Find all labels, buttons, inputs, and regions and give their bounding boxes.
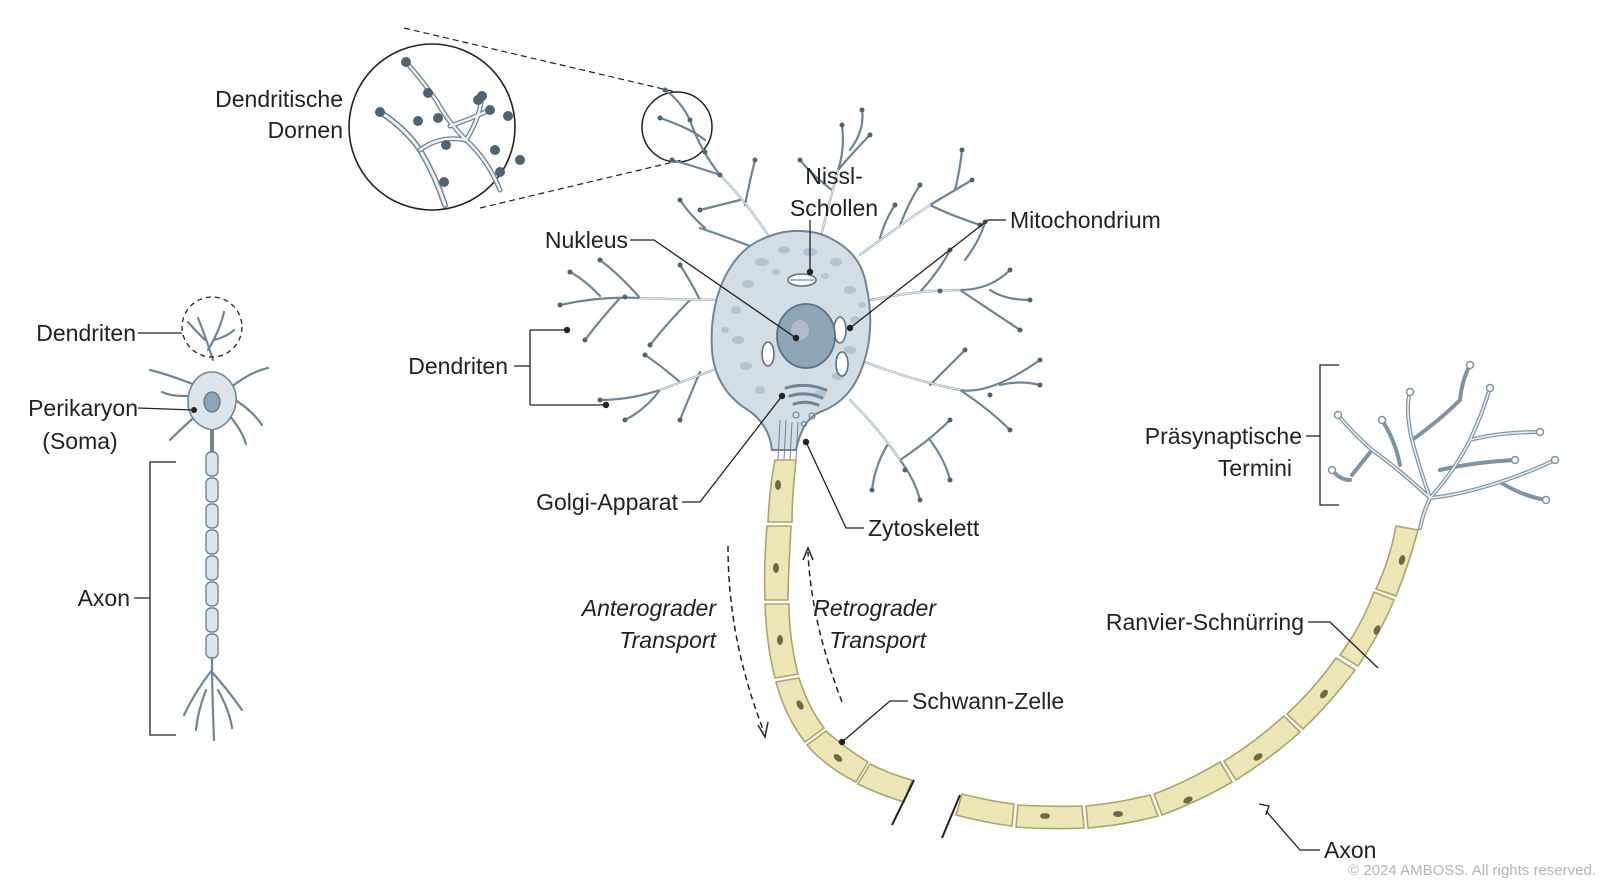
anterograde-arrowhead	[757, 721, 769, 740]
main-dendrites	[557, 87, 1043, 503]
axon-break-1	[891, 779, 915, 826]
label-ranvier: Ranvier-Schnürring	[1106, 609, 1304, 635]
magnified-dendrite	[375, 57, 525, 208]
anterograde-arrow	[727, 545, 765, 733]
spine-highlight-circle	[641, 91, 713, 163]
small-neuron-terminals	[182, 656, 244, 742]
small-neuron-branches	[148, 366, 270, 446]
label-nissl-1: Nissl-	[805, 163, 863, 189]
label-anterograde-1: Anterograder	[580, 595, 718, 621]
cytoskeleton	[777, 419, 799, 461]
label-retrograde-2: Transport	[829, 627, 927, 653]
dendrite-spines	[557, 87, 1043, 503]
retrograde-arrow	[807, 551, 843, 703]
axon-break-2	[941, 794, 961, 839]
label-dendritic-spines-1: Dendritische	[215, 86, 343, 112]
label-presynaptic-2: Termini	[1218, 455, 1292, 481]
label-nucleus: Nukleus	[545, 227, 628, 253]
main-axon	[763, 459, 1420, 839]
leader-lines	[514, 219, 1379, 851]
magnifier-line-top	[403, 27, 677, 93]
small-neuron-nucleus	[203, 391, 221, 413]
golgi-apparatus	[784, 383, 828, 428]
label-mitochondrion: Mitochondrium	[1010, 207, 1161, 233]
spine-magnifier	[348, 27, 713, 211]
magnifier-circle	[348, 43, 516, 211]
magnifier-line-bottom	[479, 159, 683, 209]
leader-perikaryon	[137, 407, 195, 411]
label-anterograde-2: Transport	[619, 627, 717, 653]
label-axon-small: Axon	[78, 585, 130, 611]
label-axon-main: Axon	[1324, 837, 1376, 863]
label-retrograde-1: Retrograder	[813, 595, 937, 621]
small-neuron	[134, 296, 270, 742]
small-neuron-dendrite-highlight	[181, 296, 243, 358]
label-golgi: Golgi-Apparat	[536, 489, 679, 515]
small-neuron-axon	[205, 430, 219, 659]
label-dendrites-small: Dendriten	[36, 320, 136, 346]
leader-perikaryon-dot	[191, 407, 197, 413]
label-soma: (Soma)	[42, 428, 117, 454]
label-schwann: Schwann-Zelle	[912, 688, 1064, 714]
retrograde-arrowhead	[802, 546, 814, 561]
nissl-bodies	[721, 246, 866, 398]
mitochondria	[761, 273, 849, 377]
label-nissl-2: Schollen	[790, 195, 878, 221]
label-presynaptic-1: Präsynaptische	[1145, 423, 1302, 449]
label-dendrites-main: Dendriten	[408, 353, 508, 379]
label-dendritic-spines-2: Dornen	[268, 117, 343, 143]
presynaptic-terminals	[1327, 360, 1560, 530]
copyright-notice: © 2024 AMBOSS. All rights reserved.	[1348, 862, 1596, 879]
label-cytoskeleton: Zytoskelett	[868, 515, 980, 541]
bracket-axon-small	[134, 461, 176, 736]
small-neuron-dendrites	[186, 310, 236, 362]
label-perikaryon: Perikaryon	[28, 395, 138, 421]
